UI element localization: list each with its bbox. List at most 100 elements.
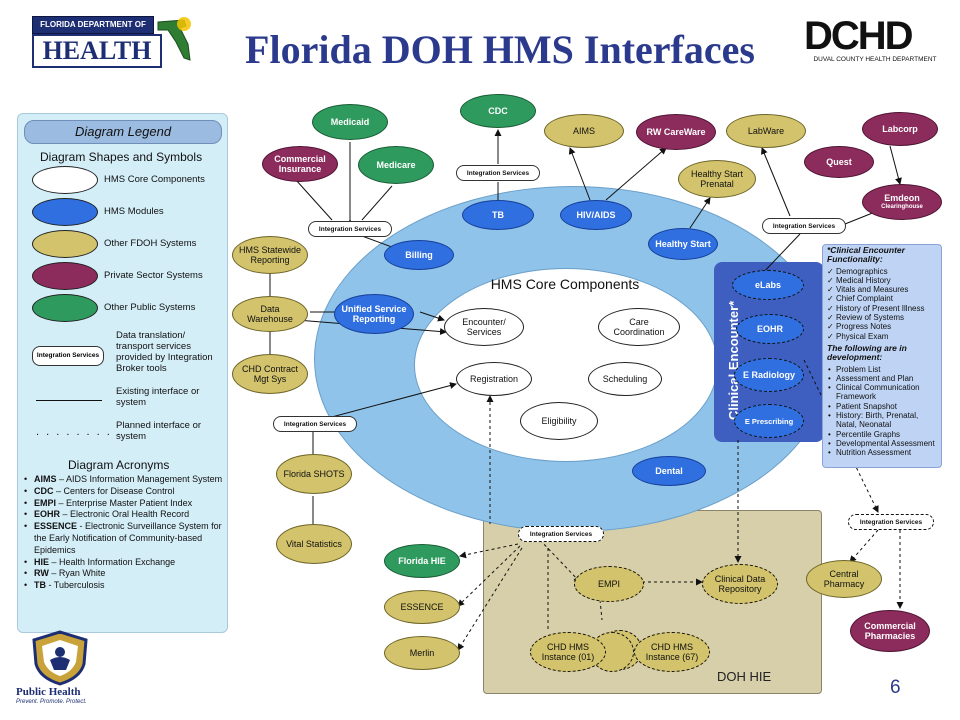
node-vital-statistics: Vital Statistics <box>276 524 352 564</box>
node-hiv-aids: HIV/AIDS <box>560 200 632 230</box>
public-health-logo: Public Health Prevent. Promote. Protect. <box>12 630 122 710</box>
doh-hie-label: DOH HIE <box>717 669 772 684</box>
node-chd-hms-instance-67: CHD HMS Instance (67) <box>634 632 710 672</box>
node-essence: ESSENCE <box>384 590 460 624</box>
legend-label-core: HMS Core Components <box>104 174 205 185</box>
development-item: Percentile Graphs <box>828 430 939 440</box>
node-eligibility: Eligibility <box>520 402 598 440</box>
fdoh-logo-top: FLORIDA DEPARTMENT OF <box>32 16 154 34</box>
node-billing: Billing <box>384 240 454 270</box>
node-dental: Dental <box>632 456 706 486</box>
public-health-tagline: Prevent. Promote. Protect. <box>16 699 87 705</box>
legend-swatch-private <box>32 262 98 290</box>
legend-shapes-header: Diagram Shapes and Symbols <box>40 150 203 164</box>
emdeon-sublabel: Clearinghouse <box>881 204 923 210</box>
node-empi: EMPI <box>574 566 644 602</box>
node-commercial-pharmacies: Commercial Pharmacies <box>850 610 930 652</box>
legend-swatch-modules <box>32 198 98 226</box>
node-healthy-start-prenatal: Healthy Start Prenatal <box>678 160 756 198</box>
functionality-item: Progress Notes <box>827 322 939 332</box>
legend-dotted-line: . . . . . . . . . <box>36 426 122 438</box>
node-eohr: EOHR <box>736 314 804 344</box>
diagram-legend: Diagram Legend Diagram Shapes and Symbol… <box>17 113 228 633</box>
development-item: Developmental Assessment <box>828 439 939 449</box>
functionality-item: Review of Systems <box>827 313 939 323</box>
node-registration: Registration <box>456 362 532 396</box>
acronym-item: HIE – Health Information Exchange <box>24 557 224 569</box>
legend-header: Diagram Legend <box>24 120 222 144</box>
node-elabs: eLabs <box>732 270 804 300</box>
node-scheduling: Scheduling <box>588 362 662 396</box>
development-item: Clinical Communication Framework <box>828 383 939 402</box>
functionality-item: Physical Exam <box>827 332 939 342</box>
node-encounter-services: Encounter/ Services <box>444 308 524 346</box>
node-medicaid: Medicaid <box>312 104 388 140</box>
legend-swatch-fdoh <box>32 230 98 258</box>
node-aims: AIMS <box>544 114 624 148</box>
legend-label-fdoh: Other FDOH Systems <box>104 238 197 249</box>
node-labcorp: Labcorp <box>862 112 938 146</box>
public-health-text: Public Health <box>16 686 81 698</box>
legend-integration-box: Integration Services <box>32 346 104 366</box>
functionality-item: Medical History <box>827 276 939 286</box>
functionality-item: Chief Complaint <box>827 294 939 304</box>
node-healthy-start: Healthy Start <box>648 228 718 260</box>
integration-services-hie: Integration Services <box>518 526 604 542</box>
emdeon-label: Emdeon <box>884 193 920 203</box>
page-number: 6 <box>890 677 901 698</box>
acronym-item: EOHR – Electronic Oral Health Record <box>24 509 224 521</box>
node-florida-shots: Florida SHOTS <box>276 454 352 494</box>
development-item: Assessment and Plan <box>828 374 939 384</box>
legend-planned-desc: Planned interface or system <box>116 420 202 442</box>
integration-services-cdc: Integration Services <box>456 165 540 181</box>
node-care-coordination: Care Coordination <box>598 308 680 346</box>
fdoh-logo-main: HEALTH <box>32 34 162 68</box>
development-item: Nutrition Assessment <box>828 448 939 458</box>
acronym-item: RW – Ryan White <box>24 568 224 580</box>
node-florida-hie: Florida HIE <box>384 544 460 578</box>
node-merlin: Merlin <box>384 636 460 670</box>
legend-solid-line <box>36 400 102 401</box>
node-quest: Quest <box>804 146 874 178</box>
dchd-logo-sub: DUVAL COUNTY HEALTH DEPARTMENT <box>813 56 937 63</box>
development-item: History: Birth, Prenatal, Natal, Neonata… <box>828 411 939 430</box>
node-commercial-insurance: Commercial Insurance <box>262 146 338 182</box>
acronym-item: CDC – Centers for Disease Control <box>24 486 224 498</box>
node-chd-hms-instance-01: CHD HMS Instance (01) <box>530 632 606 672</box>
node-medicare: Medicare <box>358 146 434 184</box>
legend-label-public: Other Public Systems <box>104 302 196 313</box>
florida-state-icon <box>157 17 191 61</box>
node-e-radiology: E Radiology <box>734 358 804 392</box>
integration-services-shots: Integration Services <box>273 416 357 432</box>
node-data-warehouse: Data Warehouse <box>232 296 308 332</box>
node-cdc: CDC <box>460 94 536 128</box>
core-components-title: HMS Core Components <box>490 276 640 292</box>
acronym-list: AIMS – AIDS Information Management Syste… <box>24 474 224 592</box>
dchd-logo: DCHD DUVAL COUNTY HEALTH DEPARTMENT <box>800 14 950 68</box>
functionality-item: History of Present Illness <box>827 304 939 314</box>
legend-swatch-public <box>32 294 98 322</box>
legend-swatch-core <box>32 166 98 194</box>
acronym-item: ESSENCE - Electronic Surveillance System… <box>24 521 224 556</box>
node-hms-statewide-reporting: HMS Statewide Reporting <box>232 236 308 274</box>
node-rw-careware: RW CareWare <box>636 114 716 150</box>
page-title: Florida DOH HMS Interfaces <box>245 27 755 72</box>
development-item: Problem List <box>828 365 939 375</box>
legend-label-private: Private Sector Systems <box>104 270 203 281</box>
acronym-item: EMPI – Enterprise Master Patient Index <box>24 498 224 510</box>
node-labware: LabWare <box>726 114 806 148</box>
node-emdeon: Emdeon Clearinghouse <box>862 184 942 220</box>
node-unified-service-reporting: Unified Service Reporting <box>334 294 414 334</box>
integration-services-labs: Integration Services <box>762 218 846 234</box>
dchd-logo-main: DCHD <box>804 14 914 58</box>
integration-services-pharmacy: Integration Services <box>848 514 934 530</box>
node-clinical-data-repository: Clinical Data Repository <box>702 564 778 604</box>
fdoh-logo: FLORIDA DEPARTMENT OF HEALTH <box>32 14 192 68</box>
legend-label-modules: HMS Modules <box>104 206 164 217</box>
development-header: The following are in development: <box>827 342 907 363</box>
functionality-header: *Clinical Encounter Functionality: <box>827 245 905 265</box>
legend-acronyms-header: Diagram Acronyms <box>68 458 170 472</box>
integration-services-billing: Integration Services <box>308 221 392 237</box>
node-e-prescribing: E Prescribing <box>734 404 804 438</box>
